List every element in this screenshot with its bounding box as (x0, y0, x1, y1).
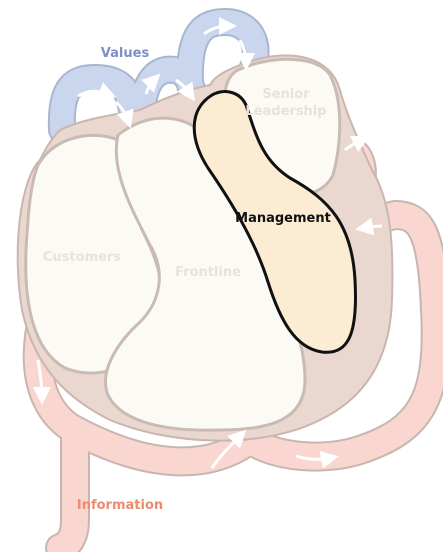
senior-leadership-label-line1: Senior (262, 87, 310, 102)
management-label: Management (235, 211, 331, 226)
senior-leadership-label-line2: Leadership (245, 104, 326, 119)
frontline-label: Frontline (175, 265, 241, 280)
values-label: Values (101, 46, 150, 61)
information-label: Information (77, 498, 163, 513)
customers-label: Customers (43, 250, 121, 265)
